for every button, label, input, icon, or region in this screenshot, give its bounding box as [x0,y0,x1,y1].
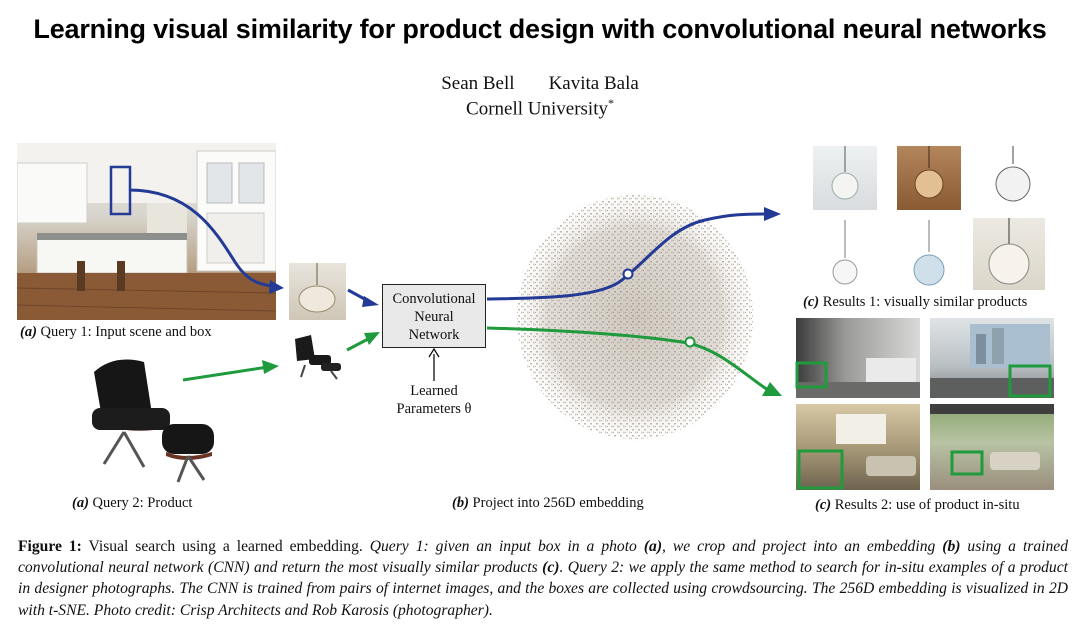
affiliation-name: Cornell University [466,98,608,120]
result2-room-3 [796,404,920,490]
result2-box-2 [1008,364,1052,398]
caption-query1: (a) Query 1: Input scene and box [20,324,212,341]
caption-results1: (c) Results 1: visually similar products [803,294,1027,311]
query1-arrowhead-cnn [362,296,379,307]
query2-arrowhead-results [762,382,782,396]
caption-part-2: Query 1: given an input box in a photo [369,538,644,555]
caption-results2-text: Results 2: use of product in-situ [831,497,1020,513]
query2-crop-chair [289,329,346,381]
caption-part-1: Visual search using a learned embedding. [81,538,370,555]
caption-ref-b: (b) [942,538,961,555]
caption-results1-text: Results 1: visually similar products [819,294,1028,310]
result1-pendant-1 [813,146,877,210]
query1-embedding-point [622,268,634,280]
affiliation: Cornell University* [0,96,1080,120]
caption-embedding-tag: (b) [452,495,469,511]
query1-selection-box [109,165,132,216]
query2-lounge-chair-photo [74,352,219,488]
query2-arrow-to-crop [182,365,269,382]
result2-room-1 [796,318,920,398]
result2-box-3 [797,449,844,490]
caption-query2-text: Query 2: Product [88,495,193,511]
cnn-line-3: Network [408,327,460,343]
result1-pendant-3 [981,146,1045,210]
author-kavita-bala: Kavita Bala [548,73,639,94]
pendant-light-crop [298,263,336,313]
caption-query1-text: Query 1: Input scene and box [36,324,212,340]
query1-kitchen-photo [17,143,276,320]
author-list: Sean Bell Kavita Bala [0,72,1080,96]
caption-results2-tag: (c) [815,497,832,513]
paper-title: Learning visual similarity for product d… [33,14,1047,44]
lounge-chair-illustration [92,359,214,483]
chair-crop-illustration [295,335,341,380]
query2-arrowhead-cnn [364,332,380,345]
caption-results1-tag: (c) [803,294,820,310]
query1-crop-pendant [289,263,346,320]
params-line-2: Parameters θ [396,401,472,417]
caption-query1-tag: (a) [20,324,37,340]
figure-caption: Figure 1: Visual search using a learned … [18,536,1068,621]
query1-arrow-to-crop [128,188,280,289]
result1-pendant-6 [973,218,1045,290]
params-arrow-icon [428,348,440,381]
query2-embedding-point [684,336,696,348]
caption-part-5: . Query 2: we apply the same method to s… [18,559,1068,619]
result1-pendant-4 [813,220,877,290]
query2-arrow-to-cnn [346,336,371,352]
result2-box-1 [795,361,828,389]
tsne-embedding-cloud [510,187,760,447]
result1-pendant-5 [897,220,961,290]
query1-arrow-to-results [486,212,769,301]
result2-room-4 [930,404,1054,490]
query1-arrowhead-crop [269,280,284,294]
caption-part-4: using a trained convolutional neural net… [18,538,1068,577]
query2-arrow-to-results [486,326,769,392]
params-line-1: Learned [410,383,458,399]
caption-query2: (a) Query 2: Product [72,495,192,512]
caption-results2: (c) Results 2: use of product in-situ [815,497,1020,514]
result1-pendant-2 [897,146,961,210]
caption-ref-a: (a) [643,538,663,555]
result2-box-4 [950,450,984,476]
kitchen-illustration [17,143,276,320]
cnn-line-1: Convolutional [392,291,476,307]
caption-label: Figure 1: [18,538,82,555]
caption-embedding: (b) Project into 256D embedding [452,495,644,512]
cnn-line-2: Neural [414,309,454,325]
query2-arrowhead-crop [262,360,279,374]
query1-arrowhead-results [764,207,781,221]
caption-query2-tag: (a) [72,495,89,511]
affiliation-mark: * [607,96,614,110]
author-sean-bell: Sean Bell [441,73,515,94]
cnn-box: Convolutional Neural Network [382,284,486,348]
learned-parameters-label: Learned Parameters θ [382,382,486,418]
result2-room-2 [930,318,1054,398]
caption-ref-c: (c) [542,559,560,577]
caption-part-3: , we crop and project into an embedding [662,538,943,555]
caption-embedding-text: Project into 256D embedding [468,495,644,511]
